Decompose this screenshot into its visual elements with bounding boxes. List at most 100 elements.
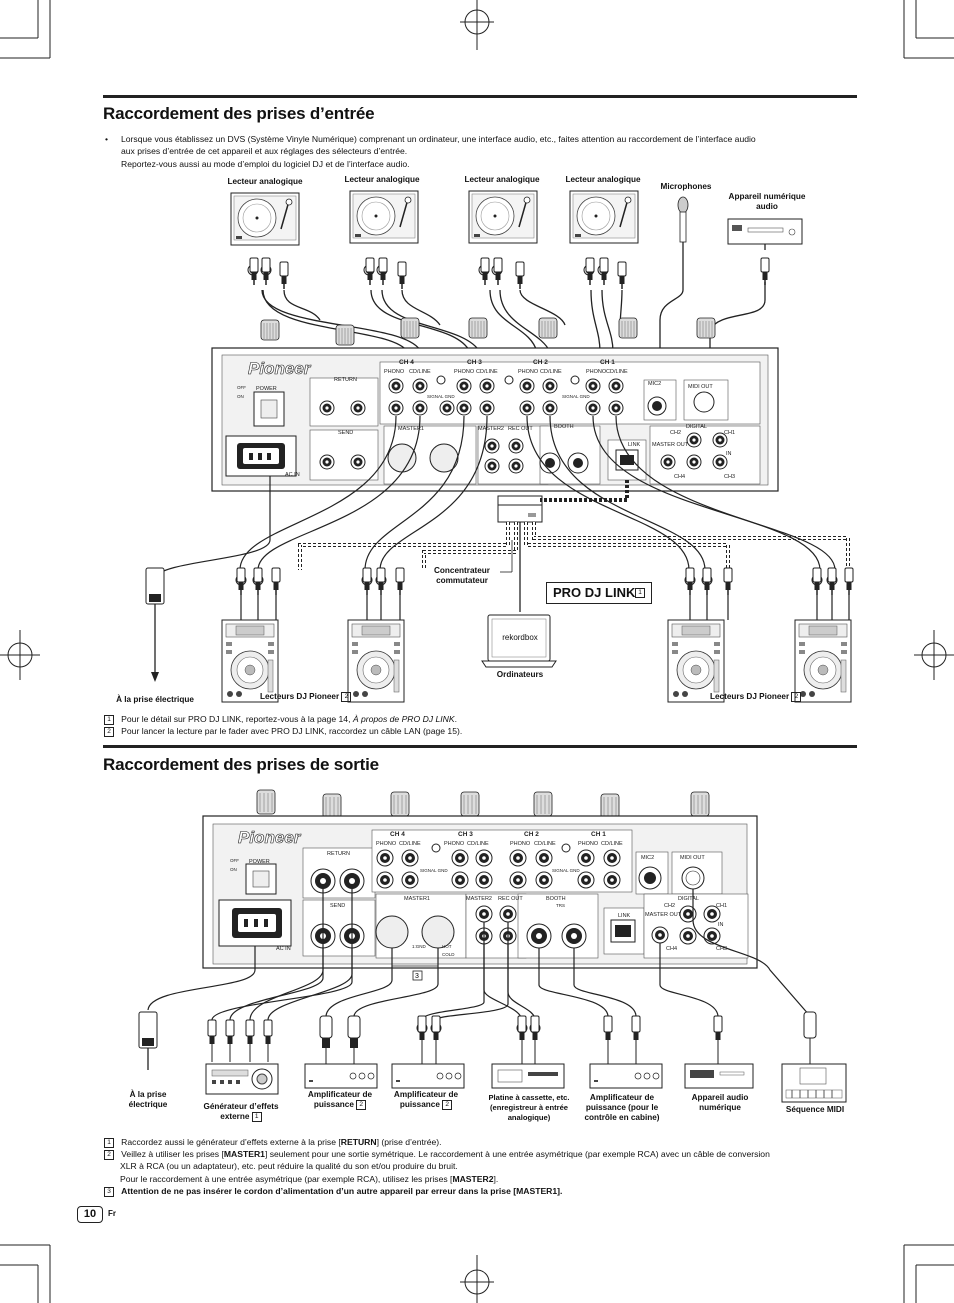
pro-dj-link-badge: PRO DJ LINK 1 <box>546 582 652 604</box>
intro-bullet: • Lorsque vous établissez un DVS (Systèm… <box>105 134 756 169</box>
note-3: 3 Attention de ne pas insérer le cordon … <box>104 1185 856 1197</box>
svg-text:CD/LINE: CD/LINE <box>540 369 562 375</box>
svg-text:TRS: TRS <box>556 903 565 908</box>
ch3-label: CH 3 <box>467 359 482 366</box>
svg-text:MASTER2: MASTER2 <box>478 426 504 432</box>
svg-text:AC IN: AC IN <box>276 946 291 952</box>
mixer-rear-panel-2: Pioneer <box>202 815 758 969</box>
svg-text:MASTER1: MASTER1 <box>398 426 424 432</box>
section-title-inputs: Raccordement des prises d’entrée <box>103 104 375 123</box>
svg-text:DIGITAL: DIGITAL <box>686 424 707 430</box>
ch4-label: CH 4 <box>399 359 414 366</box>
note-2: 2 Veillez à utiliser les prises [MASTER1… <box>104 1148 856 1161</box>
dj-players-label-1: Lecteurs DJ Pioneer 2 <box>260 692 380 702</box>
svg-text:MIDI OUT: MIDI OUT <box>688 384 713 390</box>
svg-text:CD/LINE: CD/LINE <box>467 841 489 847</box>
footnotes-2: 1 Raccordez aussi le générateur d’effets… <box>104 1136 856 1197</box>
svg-text:PHONO: PHONO <box>454 369 475 375</box>
svg-text:CH4: CH4 <box>674 474 685 480</box>
svg-text:BOOTH: BOOTH <box>546 896 566 902</box>
svg-text:SEND: SEND <box>330 903 345 909</box>
svg-text:SIGNAL GND: SIGNAL GND <box>427 394 455 399</box>
svg-text:Pioneer: Pioneer <box>248 359 312 378</box>
dj-player-4 <box>794 619 852 703</box>
hub-label: Concentrateur commutateur <box>434 566 490 585</box>
svg-text:REC OUT: REC OUT <box>508 426 533 432</box>
svg-text:ON: ON <box>237 394 244 399</box>
svg-text:MIC2: MIC2 <box>641 855 654 861</box>
network-hub <box>497 495 543 523</box>
svg-text:CH 1: CH 1 <box>591 831 606 838</box>
svg-text:PHONO: PHONO <box>376 841 397 847</box>
amplifier-label-1: Amplificateur de puissance 2 <box>307 1090 373 1110</box>
svg-text:CH2: CH2 <box>670 430 681 436</box>
svg-text:MIC2: MIC2 <box>648 381 661 387</box>
page-lang: Fr <box>108 1209 116 1218</box>
dj-player-3 <box>667 619 725 703</box>
booth-amplifier <box>589 1063 663 1089</box>
turntable-3 <box>468 190 538 244</box>
footnote-2: 2 Pour lancer la lecture par le fader av… <box>104 725 854 738</box>
svg-text:CH 4: CH 4 <box>390 831 405 838</box>
effects-unit <box>205 1063 279 1095</box>
ch1-label: CH 1 <box>600 359 615 366</box>
svg-text:AC IN: AC IN <box>285 472 300 478</box>
svg-text:SIGNAL GND: SIGNAL GND <box>562 394 590 399</box>
footnote-1: 1 Pour le détail sur PRO DJ LINK, report… <box>104 713 854 725</box>
note-3-marker: 3 <box>415 973 419 980</box>
svg-text:PHONO: PHONO <box>578 841 599 847</box>
cassette-label: Platine à cassette, etc.(enregistreur à … <box>488 1093 570 1122</box>
svg-text:CH3: CH3 <box>716 946 727 952</box>
power-amplifier-1 <box>304 1063 378 1089</box>
svg-text:CH 3: CH 3 <box>458 831 473 838</box>
svg-text:PHONO: PHONO <box>384 369 405 375</box>
power-amplifier-2 <box>391 1063 465 1089</box>
svg-text:POWER: POWER <box>256 386 277 392</box>
turntable-label-2: Lecteur analogique <box>344 175 420 184</box>
svg-text:CD/LINE: CD/LINE <box>606 369 628 375</box>
svg-text:POWER: POWER <box>249 859 270 865</box>
svg-text:PHONO: PHONO <box>586 369 607 375</box>
digital-audio-device <box>727 218 803 245</box>
svg-text:LINK: LINK <box>628 442 641 448</box>
svg-text:1:GND: 1:GND <box>412 944 427 949</box>
input-connection-diagram: L R L R L R L R Pioneer <box>145 190 854 703</box>
turntable-4 <box>569 190 639 244</box>
svg-text:CD/LINE: CD/LINE <box>399 841 421 847</box>
svg-text:PHONO: PHONO <box>444 841 465 847</box>
turntable-2 <box>349 190 419 244</box>
svg-text:SEND: SEND <box>338 430 353 436</box>
svg-text:CH4: CH4 <box>666 946 677 952</box>
svg-text:MIDI OUT: MIDI OUT <box>680 855 705 861</box>
svg-text:CD/LINE: CD/LINE <box>409 369 431 375</box>
cassette-deck <box>491 1063 565 1089</box>
svg-text:REC OUT: REC OUT <box>498 896 523 902</box>
dj-player-2 <box>347 619 405 703</box>
svg-text:MASTER OUT: MASTER OUT <box>645 912 682 918</box>
svg-text:ON: ON <box>230 867 237 872</box>
power-outlet-label-1: À la prise électrique <box>116 695 194 704</box>
svg-text:PHONO: PHONO <box>518 369 539 375</box>
power-plug-1 <box>145 567 165 682</box>
svg-text:CD/LINE: CD/LINE <box>534 841 556 847</box>
turntable-label-4: Lecteur analogique <box>565 175 641 184</box>
svg-text:CH1: CH1 <box>716 903 727 909</box>
svg-text:MASTER OUT: MASTER OUT <box>652 442 689 448</box>
svg-text:BOOTH: BOOTH <box>554 424 574 430</box>
midi-label: Séquence MIDI <box>785 1105 845 1114</box>
footnotes-1: 1 Pour le détail sur PRO DJ LINK, report… <box>104 713 854 738</box>
svg-text:OFF: OFF <box>230 858 239 863</box>
rekordbox-label: rekordbox <box>502 633 538 642</box>
note-1: 1 Raccordez aussi le générateur d’effets… <box>104 1136 856 1148</box>
svg-text:IN: IN <box>726 451 732 457</box>
svg-text:LINK: LINK <box>618 913 631 919</box>
svg-text:RETURN: RETURN <box>327 851 350 857</box>
svg-text:OFF: OFF <box>237 385 246 390</box>
digital-audio-device-2 <box>684 1063 754 1089</box>
